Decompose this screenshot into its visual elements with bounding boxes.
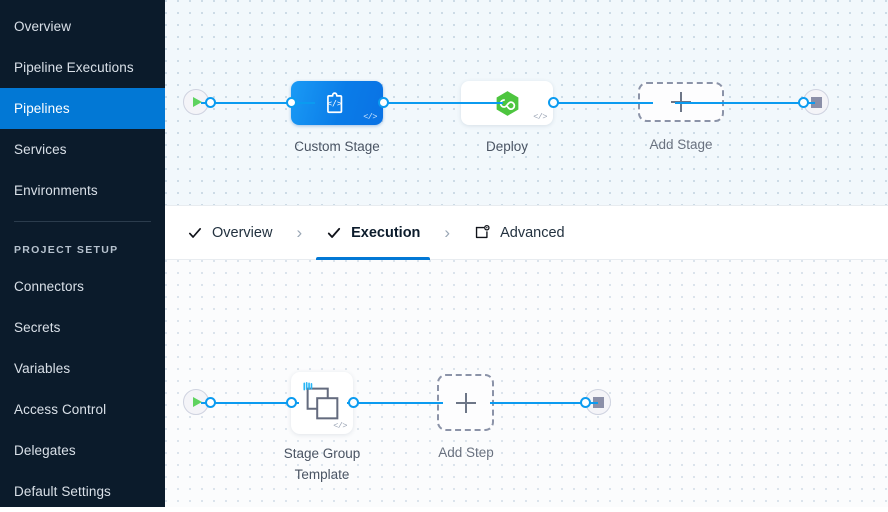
sidebar-item-label: Default Settings	[14, 484, 111, 499]
stage-label: Custom Stage	[294, 139, 380, 154]
connector-line	[293, 102, 315, 104]
sidebar-item-label: Variables	[14, 361, 71, 376]
sidebar-item-label: Secrets	[14, 320, 61, 335]
sidebar-item-delegates[interactable]: Delegates	[0, 430, 165, 471]
add-step-button[interactable]	[437, 374, 494, 431]
tab-overview[interactable]: Overview	[177, 205, 282, 260]
play-triangle-icon	[192, 397, 202, 407]
main-content: </> </> Custom Stage </> Deploy	[165, 0, 888, 507]
tab-label: Execution	[351, 224, 421, 241]
sidebar-item-secrets[interactable]: Secrets	[0, 307, 165, 348]
sidebar-item-label: Delegates	[14, 443, 76, 458]
play-triangle-icon	[192, 97, 202, 107]
step-label: Stage Group Template	[283, 446, 361, 482]
sidebar-item-access-control[interactable]: Access Control	[0, 389, 165, 430]
sidebar-item-variables[interactable]: Variables	[0, 348, 165, 389]
sidebar-item-connectors[interactable]: Connectors	[0, 266, 165, 307]
stage-output-port[interactable]	[378, 97, 389, 108]
end-port[interactable]	[580, 397, 591, 408]
tab-label: Advanced	[500, 224, 565, 241]
stop-square-icon	[592, 396, 604, 408]
start-port[interactable]	[205, 397, 216, 408]
connector-line	[383, 102, 503, 104]
connector-line	[553, 102, 653, 104]
stage-input-port[interactable]	[286, 97, 297, 108]
sidebar-item-label: Pipelines	[14, 101, 70, 116]
step-node-stage-group-template[interactable]: </>	[291, 372, 353, 434]
sidebar-item-environments[interactable]: Environments	[0, 170, 165, 211]
sidebar-divider	[14, 221, 151, 222]
stage-group-template-icon	[303, 382, 339, 420]
sidebar-item-label: Pipeline Executions	[14, 60, 134, 75]
plus-icon	[455, 392, 476, 413]
add-stage-label: Add Stage	[649, 137, 713, 152]
tab-chevron-right-icon: ›	[444, 222, 451, 242]
connector-line	[201, 102, 301, 104]
sidebar-section-title: PROJECT SETUP	[14, 244, 119, 256]
yaml-code-badge[interactable]: </>	[533, 112, 547, 122]
stage-tabs: Overview › Execution › Advanced	[165, 205, 888, 260]
yaml-code-badge[interactable]: </>	[333, 421, 347, 431]
stage-graph-canvas[interactable]: </> </> Custom Stage </> Deploy	[165, 0, 888, 205]
add-step-label: Add Step	[438, 445, 494, 460]
check-icon	[188, 227, 202, 238]
sidebar-item-label: Access Control	[14, 402, 107, 417]
svg-text:</>: </>	[326, 98, 341, 108]
sidebar-item-overview[interactable]: Overview	[0, 6, 165, 47]
yaml-code-badge[interactable]: </>	[363, 112, 377, 122]
execution-graph-canvas[interactable]: </> Stage Group Template Add Step	[165, 260, 888, 507]
deploy-hexagon-infinity-icon	[496, 90, 518, 116]
add-step-dashed-card[interactable]	[437, 374, 494, 431]
tab-chevron-right-icon: ›	[296, 222, 303, 242]
end-port[interactable]	[798, 97, 809, 108]
tab-label: Overview	[212, 224, 273, 241]
sidebar-item-label: Connectors	[14, 279, 85, 294]
sidebar-item-services[interactable]: Services	[0, 129, 165, 170]
custom-stage-puzzle-code-icon: </>	[326, 91, 342, 113]
step-input-port[interactable]	[286, 397, 297, 408]
step-output-port[interactable]	[348, 397, 359, 408]
tab-advanced[interactable]: Advanced	[464, 205, 575, 260]
sidebar-item-label: Overview	[14, 19, 72, 34]
sidebar-item-label: Services	[14, 142, 67, 157]
sidebar-item-pipeline-executions[interactable]: Pipeline Executions	[0, 47, 165, 88]
connector-line	[490, 402, 598, 404]
advanced-settings-icon	[475, 224, 490, 239]
connector-line	[201, 402, 299, 404]
start-port[interactable]	[205, 97, 216, 108]
sidebar: Overview Pipeline Executions Pipelines S…	[0, 0, 165, 507]
stop-square-icon	[810, 96, 822, 108]
sidebar-item-pipelines[interactable]: Pipelines	[0, 88, 165, 129]
connector-line	[347, 402, 443, 404]
sidebar-item-default-settings[interactable]: Default Settings	[0, 471, 165, 512]
connector-line	[675, 102, 815, 104]
sidebar-item-label: Environments	[14, 183, 98, 198]
stage-label: Deploy	[485, 139, 529, 154]
stage-output-port[interactable]	[548, 97, 559, 108]
tab-execution[interactable]: Execution	[316, 205, 431, 260]
step-card[interactable]: </>	[291, 372, 353, 434]
check-icon	[327, 227, 341, 238]
